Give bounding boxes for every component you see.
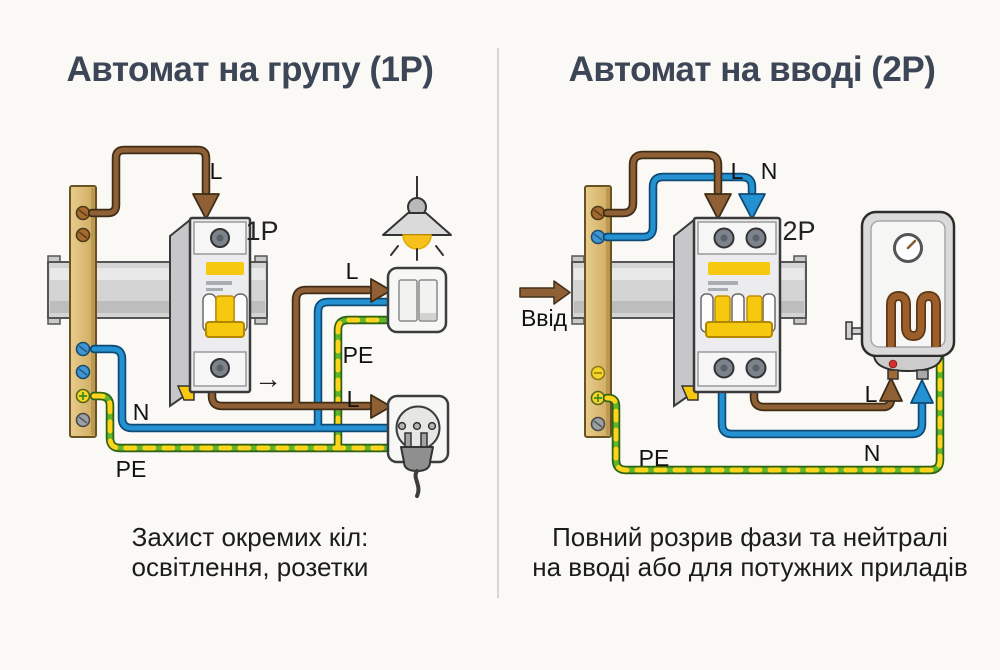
label-l-socket: L xyxy=(346,386,360,412)
arrow-into-switch xyxy=(370,278,392,303)
wire-neutral-right xyxy=(607,177,934,434)
label-breaker-1p: 1P xyxy=(245,216,279,246)
label-l-in-right: L xyxy=(730,158,744,184)
right-caption-line1: Повний розрив фази та нейтралі xyxy=(552,522,948,552)
breaker-1p xyxy=(169,216,252,408)
input-arrow-icon xyxy=(519,280,571,305)
busbar-left xyxy=(69,185,97,438)
flow-arrow-symbol: → xyxy=(254,363,282,394)
water-heater-icon xyxy=(845,210,956,380)
label-input: Ввід xyxy=(520,305,568,331)
arrow-l-into-boiler xyxy=(879,377,903,402)
arrow-n-into-breaker-2p xyxy=(738,193,766,220)
label-pe-branch-left: PE xyxy=(342,342,374,368)
heating-element xyxy=(887,292,940,347)
pendant-lamp-icon xyxy=(382,176,452,261)
left-panel-title: Автомат на групу (1P) xyxy=(66,50,434,89)
left-caption-line1: Захист окремих кіл: xyxy=(131,522,369,552)
label-l-boiler: L xyxy=(864,381,878,407)
right-caption-line2: на вводі або для потужних приладів xyxy=(532,552,968,582)
label-n-boiler: N xyxy=(863,440,881,466)
right-panel-title: Автомат на вводі (2P) xyxy=(568,50,936,89)
arrow-into-breaker-1p xyxy=(192,193,220,220)
arrow-into-socket xyxy=(370,394,392,419)
left-caption-line2: освітлення, розетки xyxy=(131,552,369,582)
label-n-in-right: N xyxy=(760,158,778,184)
socket-plug-icon xyxy=(386,394,450,498)
arrow-n-into-boiler xyxy=(910,379,934,404)
label-pe-main-left: PE xyxy=(115,456,147,482)
wire-phase-left xyxy=(92,150,392,419)
busbar-right xyxy=(584,185,612,438)
wall-switch-icon xyxy=(386,266,448,334)
breaker-2p xyxy=(673,216,782,408)
label-n-left: N xyxy=(132,399,150,425)
wire-phase-right xyxy=(607,155,903,407)
label-l-in-left: L xyxy=(209,158,223,184)
arrow-l-into-breaker-2p xyxy=(704,193,732,220)
label-breaker-2p: 2P xyxy=(782,216,816,246)
label-pe-right: PE xyxy=(638,445,670,471)
label-l-switch: L xyxy=(345,258,359,284)
